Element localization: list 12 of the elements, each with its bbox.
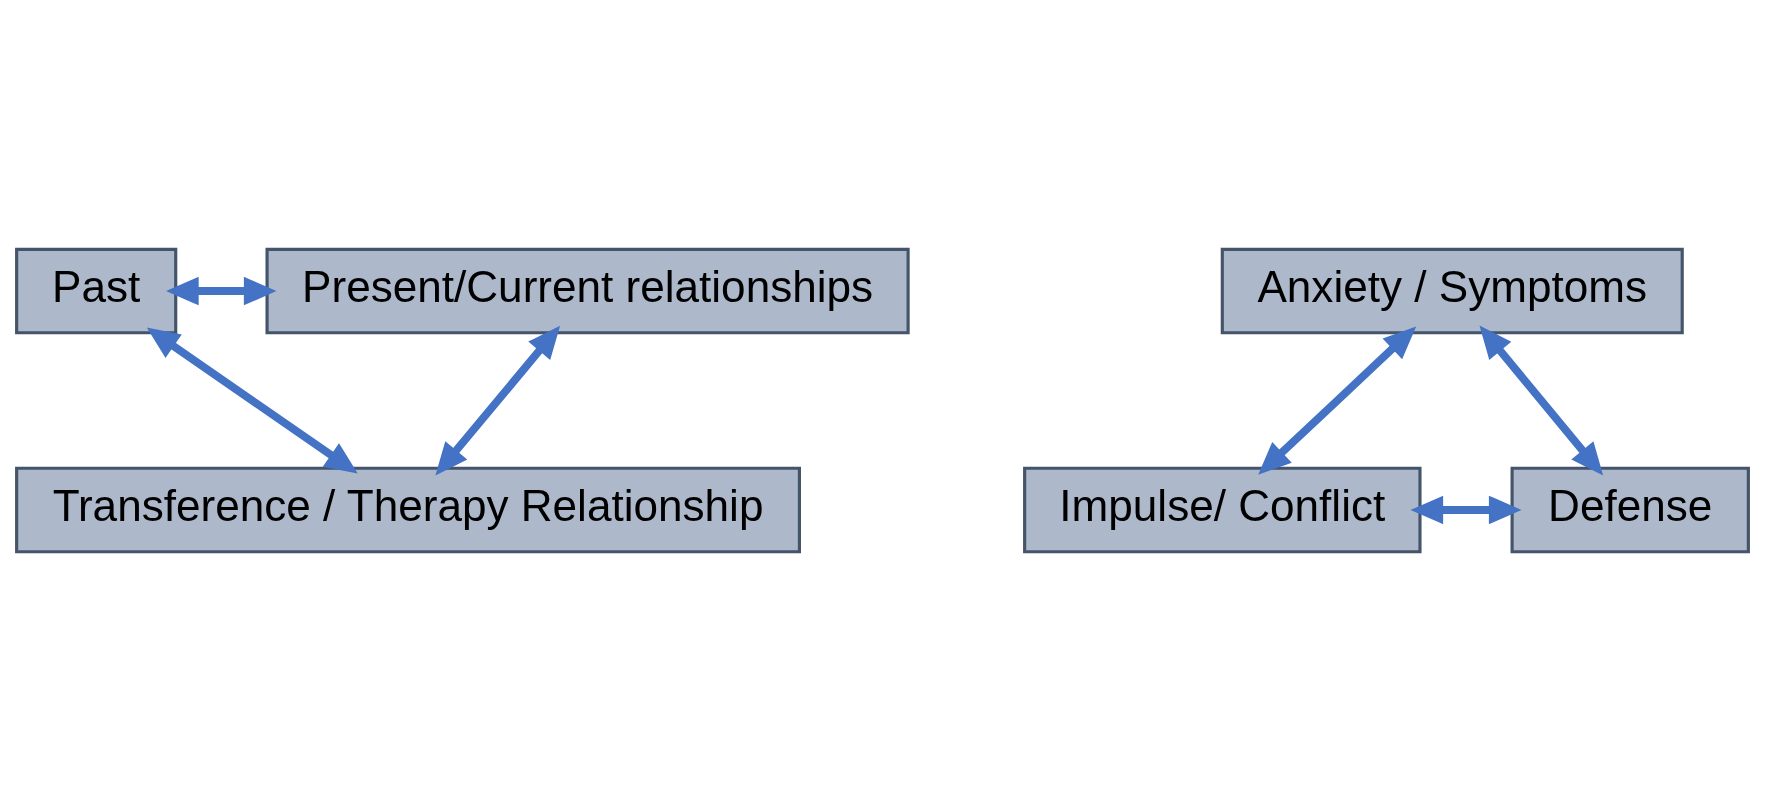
node-box: Present/Current relationships [265,247,910,334]
arrow [146,327,358,474]
node-box: Transference / Therapy Relationship [15,466,801,553]
arrow [166,276,277,305]
arrow [1479,325,1604,476]
arrow [1410,495,1522,524]
node-box: Past [15,247,178,334]
node-box: Defense [1510,466,1750,553]
arrow [435,325,561,476]
node-box: Impulse/ Conflict [1023,466,1422,553]
arrow [1258,325,1417,475]
node-box: Anxiety / Symptoms [1220,247,1684,334]
